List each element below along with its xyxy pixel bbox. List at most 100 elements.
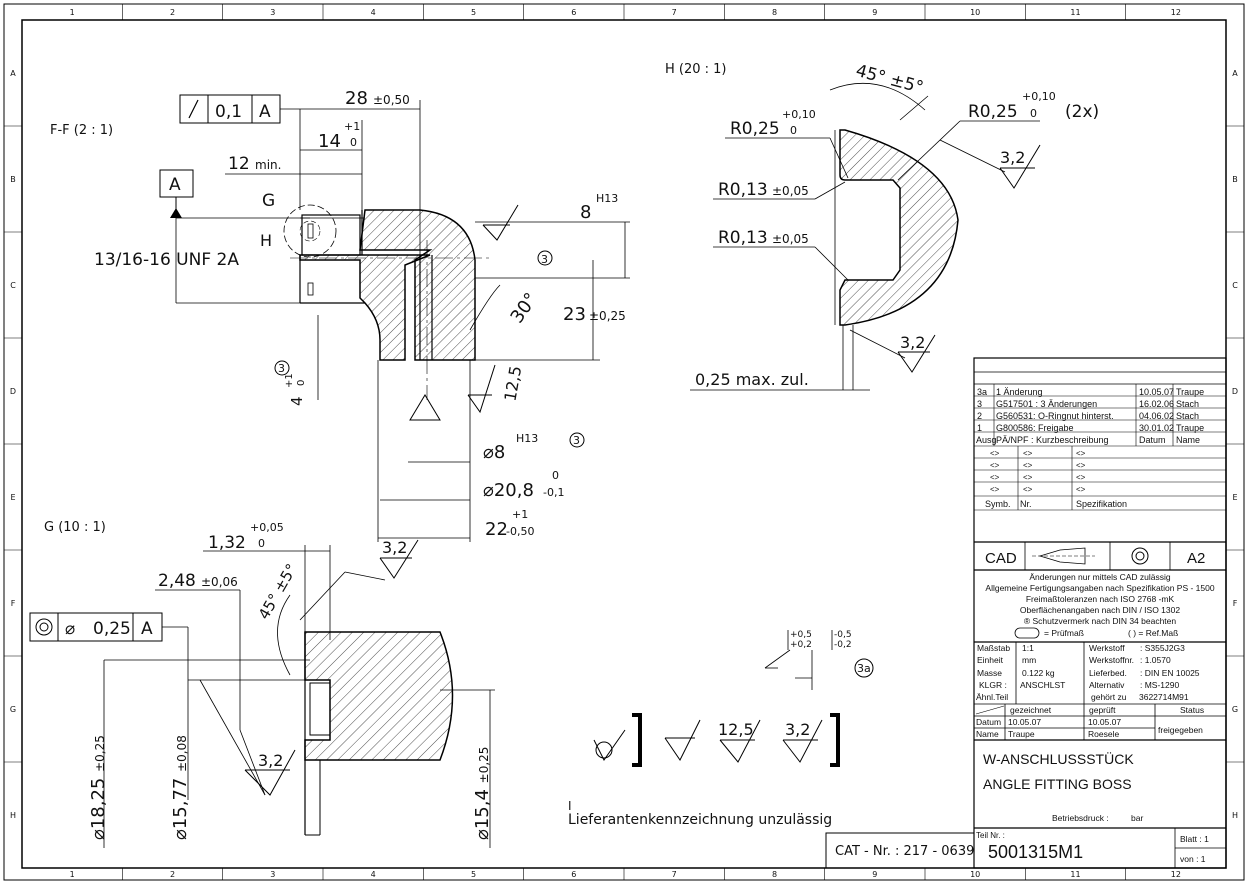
note-2: Freimaßtoleranzen nach ISO 2768 -mK <box>1026 594 1175 604</box>
grid-row-right: H <box>1232 811 1238 820</box>
grid-col-top: 2 <box>170 8 175 17</box>
note-3-marker-b: 3 <box>278 362 285 375</box>
status: Status <box>1180 705 1204 715</box>
grid-col-bottom: 5 <box>471 870 476 879</box>
rev-0-text: 1 Änderung <box>996 387 1043 397</box>
prop-1-k: Einheit <box>977 655 1004 665</box>
dia-154: ⌀15,4 ±0,25 <box>472 747 493 840</box>
name-label: Name <box>976 729 999 739</box>
note-1: Allgemeine Fertigungsangaben nach Spezif… <box>985 583 1214 593</box>
dim-132-lower: 0 <box>258 537 265 550</box>
legend-plus-b: +0,2 <box>790 640 812 650</box>
prop-2-k: Masse <box>977 668 1002 678</box>
angle-30: 30° <box>507 289 543 327</box>
aehnl-teil: Ähnl.Teil <box>976 692 1008 702</box>
dia-20-8-upper: 0 <box>552 469 559 482</box>
prop-0-v2: : S355J2G3 <box>1140 643 1185 653</box>
detail-g-rough-a: 3,2 <box>382 538 407 557</box>
spec-rows: <> <> <> <> <> <> <> <> <> <> <> <> Symb… <box>985 449 1127 509</box>
legend-minus-a: -0,5 <box>834 630 852 640</box>
r013-b: R0,13 <box>718 228 768 248</box>
grid-col-top: 10 <box>970 8 980 17</box>
spec-0-a: <> <box>990 449 1000 458</box>
rev-1-text: G517501 : 3 Änderungen <box>996 399 1097 409</box>
detail-h-rough-a: 3,2 <box>1000 148 1025 167</box>
spec-3-b: <> <box>1023 485 1033 494</box>
runout-icon <box>188 99 199 119</box>
r025-right-upper: +0,10 <box>1022 90 1056 103</box>
dia-8: ⌀8 <box>483 442 505 463</box>
rev-3-name: Traupe <box>1176 423 1204 433</box>
grid-row-right: F <box>1233 599 1238 608</box>
prop-3-k: KLGR : <box>979 680 1007 690</box>
prop-2-k2: Lieferbed. <box>1089 668 1127 678</box>
dia-8-fit: H13 <box>516 432 538 445</box>
grid-col-top: 11 <box>1070 8 1080 17</box>
spec-0-c: <> <box>1076 449 1086 458</box>
rev-2-name: Stach <box>1176 411 1199 421</box>
dim-248-tol: ±0,06 <box>201 575 238 589</box>
detail-g-rough-b: 3,2 <box>258 751 283 770</box>
rev-header-id: Ausg <box>976 435 997 445</box>
r025-right-lower: 0 <box>1030 107 1037 120</box>
rev-1-date: 16.02.06 <box>1139 399 1174 409</box>
datum-label: Datum <box>976 717 1001 727</box>
spec-2-a: <> <box>990 473 1000 482</box>
rev-header-name: Name <box>1176 435 1200 445</box>
dim-22: 22 <box>485 519 508 540</box>
spec-1-b: <> <box>1023 461 1033 470</box>
dia-1825: ⌀18,25 ±0,25 <box>88 735 109 840</box>
section-ff-view: F-F (2 : 1) 0,1 A A G H 13/16-16 UNF 2A <box>50 88 630 542</box>
section-ff-title: F-F (2 : 1) <box>50 123 113 138</box>
projection-circle-icon <box>1131 547 1149 565</box>
grid-col-top: 8 <box>772 8 777 17</box>
datum-drawn: 10.05.07 <box>1008 717 1041 727</box>
dim-28: 28 <box>345 88 368 109</box>
dim-22-lower: -0,50 <box>506 525 534 538</box>
name-checked: Roesele <box>1088 729 1119 739</box>
bar-unit: bar <box>1131 813 1143 823</box>
title-de: W-ANSCHLUSSSTÜCK <box>983 750 1134 767</box>
dim-28-tolerance: ±0,50 <box>373 93 410 107</box>
supplier-mark: I <box>568 799 572 813</box>
part-section-hatched <box>359 209 476 361</box>
dia-1577: ⌀15,77 ±0,08 <box>170 735 191 840</box>
rev-2-date: 04.06.02 <box>1139 411 1174 421</box>
dim-4-upper: +1 <box>284 373 295 388</box>
detail-g-fcf-tol: 0,25 <box>93 619 131 639</box>
dim-23-tolerance: ±0,25 <box>589 309 626 323</box>
detail-h-rough-b: 3,2 <box>900 333 925 352</box>
grid-col-top: 3 <box>270 8 275 17</box>
spec-header-nr: Nr. <box>1020 499 1032 509</box>
grid-row-left: E <box>10 493 15 502</box>
general-surface-symbols: 12,5 3,2 <box>593 713 840 767</box>
grid-row-left: C <box>10 281 16 290</box>
title-block: 3a 1 Änderung 10.05.07 Traupe 3 G517501 … <box>973 357 1227 869</box>
betriebsdruck: Betriebsdruck : <box>1052 813 1109 823</box>
dia-20-8-value: 20,8 <box>494 480 534 501</box>
part-number: 5001315M1 <box>988 842 1083 862</box>
dia-8-value: 8 <box>494 442 505 463</box>
note-4: ® Schutzvermerk nach DIN 34 beachten <box>1024 616 1177 626</box>
runout-datum: A <box>259 102 271 122</box>
spec-header-spec: Spezifikation <box>1076 499 1127 509</box>
datum-checked: 10.05.07 <box>1088 717 1121 727</box>
spec-header-symb: Symb. <box>985 499 1011 509</box>
props-table: Maßstab 1:1 Werkstoff : S355J2G3 Einheit… <box>976 643 1200 702</box>
spec-2-c: <> <box>1076 473 1086 482</box>
gehoert-zu-value: 3622714M91 <box>1139 692 1189 702</box>
rev-header-text: PÄ/NPF : Kurzbeschreibung <box>996 435 1109 445</box>
concentricity-icon <box>35 618 53 636</box>
detail-h-title: H (20 : 1) <box>665 62 727 77</box>
dia-20-8-lower: -0,1 <box>543 486 564 499</box>
spec-3-a: <> <box>990 485 1000 494</box>
prop-3-k2: Alternativ <box>1089 680 1125 690</box>
dim-22-upper: +1 <box>512 508 528 521</box>
grid-col-top: 4 <box>371 8 376 17</box>
spec-1-c: <> <box>1076 461 1086 470</box>
detail-g-angle: 45° ±5° <box>255 561 301 623</box>
spec-1-a: <> <box>990 461 1000 470</box>
rev-header-date: Datum <box>1139 435 1166 445</box>
format-a2: A2 <box>1187 550 1205 567</box>
dia-20-8: ⌀20,8 <box>483 480 534 501</box>
